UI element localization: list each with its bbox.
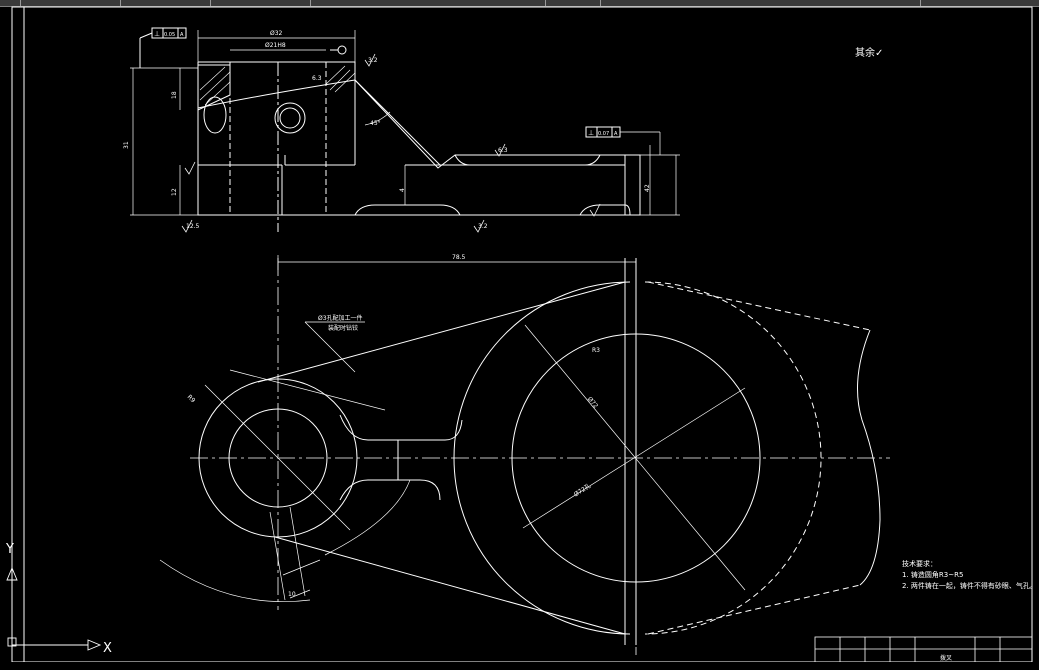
tol1-value: 0.05: [164, 32, 175, 38]
tol2-value: 0.07: [598, 131, 609, 137]
dim-big-inner: Ø72孔: [572, 482, 592, 499]
surface-mark-5: 6.3: [312, 75, 322, 82]
toolbar-tab[interactable]: [920, 0, 921, 6]
tech-requirements: 技术要求： 1. 铸造圆角R3~R5 2. 两件铸在一起，铸件不得有砂眼、气孔。: [902, 559, 1037, 592]
datum-marker: [330, 45, 347, 55]
dim-big-radius: Ø72: [586, 396, 599, 410]
ucs-x-label: X: [103, 641, 112, 656]
tolerance-frame-1: ⊥ 0.05 A: [139, 27, 187, 68]
tech-item-1: 1. 铸造圆角R3~R5: [902, 571, 964, 579]
surface-mark-1: 3.2: [368, 57, 378, 64]
surface-mark-4: 3.2: [478, 223, 488, 230]
ucs-icon: [6, 566, 102, 651]
front-view-labels: Ø32 Ø21H8 31 18 12 45° 4 42 3.2 6.3 12.5…: [123, 30, 651, 230]
dim-top-width: Ø32: [270, 30, 283, 37]
title-block: 拨叉: [814, 636, 1033, 663]
toolbar-tab[interactable]: [545, 0, 546, 6]
roughness-symbols: [181, 53, 601, 233]
surface-mark-2: 6.3: [498, 147, 508, 154]
roughness-note-text: 其余: [855, 48, 875, 59]
dim-arm-radius: R3: [592, 347, 600, 354]
dim-bore: Ø21H8: [265, 42, 286, 49]
dim-angle: 45°: [370, 120, 381, 127]
dim-small-w: 10: [288, 591, 296, 598]
title-block-label: 拨叉: [940, 654, 952, 662]
leader-note-2: 装配时钻铰: [328, 324, 358, 332]
leader-note-1: Ø3孔配加工一件: [318, 314, 363, 322]
tol1-symbol: ⊥: [154, 30, 160, 38]
dim-rib: 12: [171, 188, 178, 196]
front-view: [130, 30, 680, 232]
dim-left-height: 31: [123, 141, 130, 149]
tech-item-2: 2. 两件铸在一起，铸件不得有砂眼、气孔。: [902, 582, 1037, 590]
dim-small-r: R9: [186, 394, 197, 405]
tolerance-frame-2: ⊥ 0.07 A: [585, 126, 621, 138]
tol1-datum: A: [180, 32, 184, 38]
dim-right-h: 42: [644, 184, 651, 192]
tol2-symbol: ⊥: [588, 129, 594, 137]
surface-mark-3: 12.5: [186, 223, 200, 230]
dim-overall-length: 78.5: [452, 254, 466, 261]
toolbar-tab[interactable]: [310, 0, 311, 6]
toolbar-tab[interactable]: [120, 0, 121, 6]
roughness-note: 其余✓: [855, 44, 883, 59]
tech-title: 技术要求：: [902, 560, 937, 568]
toolbar-tab[interactable]: [600, 0, 601, 6]
tol2-datum: A: [614, 131, 618, 137]
dim-offset: 4: [399, 188, 406, 192]
checkmark-icon: ✓: [875, 48, 884, 59]
toolbar-tab[interactable]: [210, 0, 211, 6]
toolbar-tab[interactable]: [20, 0, 21, 6]
dim-left-h: 18: [171, 91, 178, 99]
plan-view: [159, 255, 890, 655]
status-strip: [0, 662, 1039, 670]
ucs-y-label: Y: [5, 542, 14, 557]
